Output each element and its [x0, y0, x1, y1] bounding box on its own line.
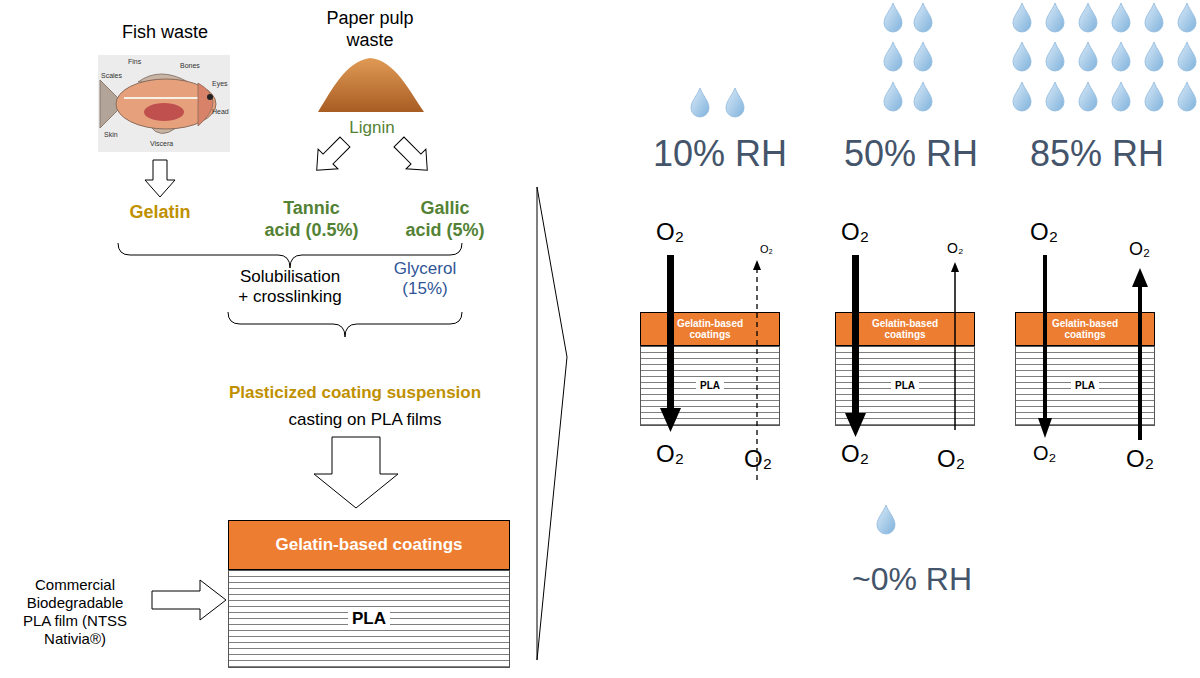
- process-arrow: [307, 132, 355, 180]
- fish-part-label: Skin: [104, 131, 118, 138]
- humidity-label: ~0% RH: [832, 560, 992, 598]
- layer-name: PLA: [891, 380, 919, 392]
- water-drop: [1046, 82, 1064, 111]
- pla-layer: PLA: [835, 346, 975, 426]
- coating-layer: Gelatin-based coatings: [1015, 312, 1155, 346]
- fish-viscera: [144, 103, 184, 121]
- oxygen-label: O₂: [760, 244, 773, 255]
- process-arrow: [389, 132, 437, 180]
- water-drop: [1046, 42, 1064, 71]
- layer-name: PLA: [1071, 380, 1099, 392]
- oxygen-label: O₂: [1129, 240, 1150, 258]
- chevron-arrow: [537, 187, 567, 660]
- process-step: casting on PLA films: [230, 410, 500, 430]
- layer-name: PLA: [348, 609, 390, 629]
- pla-layer: PLA: [228, 570, 510, 668]
- water-drop: [877, 505, 895, 534]
- water-drop: [1013, 42, 1031, 71]
- process-step: Solubilisation + crosslinking: [236, 267, 344, 308]
- oxygen-label: O₂: [841, 220, 869, 244]
- coating-layer: Gelatin-based coatings: [835, 312, 975, 346]
- water-drop: [884, 82, 902, 111]
- water-drop: [1145, 82, 1163, 111]
- humidity-label: 50% RH: [831, 132, 991, 175]
- coating-layer: Gelatin-based coatings: [640, 312, 780, 346]
- water-drop: [691, 88, 709, 117]
- humidity-label: 10% RH: [640, 132, 800, 175]
- pla-layer: PLA: [1015, 346, 1155, 426]
- source-label: Paper pulp waste: [320, 8, 420, 51]
- water-drop: [1013, 3, 1031, 32]
- oxygen-label: O₂: [1033, 443, 1056, 463]
- arrow-head: [753, 260, 761, 270]
- process-arrow: [145, 160, 175, 197]
- arrow-head: [951, 262, 959, 272]
- pla-layer: PLA: [640, 346, 780, 426]
- process-arrow: [314, 437, 398, 508]
- fish-photo-background: [98, 55, 230, 152]
- fish-part-label: Head: [212, 108, 229, 115]
- water-drop: [1013, 82, 1031, 111]
- water-drop: [1079, 3, 1097, 32]
- water-drop: [1145, 3, 1163, 32]
- layer-label: Gelatin-based coatings: [275, 535, 462, 555]
- water-drop: [914, 42, 932, 71]
- fish-part-label: Bones: [180, 62, 200, 69]
- water-drop: [1046, 3, 1064, 32]
- humidity-label: 85% RH: [1017, 132, 1177, 175]
- fish-part-label: Fins: [128, 58, 141, 65]
- fish-fin: [150, 126, 176, 134]
- oxygen-label: O₂: [937, 447, 965, 471]
- fish-fin: [138, 74, 188, 82]
- curly-brace: [228, 312, 462, 337]
- water-drop: [1178, 42, 1196, 71]
- arrow-head: [1132, 268, 1148, 287]
- water-drop: [1145, 42, 1163, 71]
- process-arrow: [152, 580, 226, 620]
- fish-bones: [124, 97, 204, 99]
- material-label: Tannic acid (0.5%): [263, 198, 360, 241]
- oxygen-label: O₂: [947, 241, 963, 255]
- water-drop: [726, 88, 744, 117]
- oxygen-label: O₂: [841, 442, 869, 466]
- fish-tail: [100, 80, 124, 128]
- fish-part-label: Scales: [101, 72, 122, 79]
- water-drop: [1112, 82, 1130, 111]
- water-drop: [1178, 3, 1196, 32]
- water-drop: [1112, 42, 1130, 71]
- fish-part-label: Eyes: [212, 80, 228, 87]
- layer-label: Gelatin-based coatings: [865, 318, 945, 341]
- water-drop: [1079, 82, 1097, 111]
- material-label: Glycerol (15%): [390, 259, 460, 300]
- layer-name: PLA: [696, 380, 724, 392]
- process-step: Plasticized coating suspension: [190, 383, 520, 403]
- fish-body: [116, 79, 216, 129]
- lignin-powder: [318, 58, 424, 112]
- fish-part-label: Viscera: [150, 140, 173, 147]
- water-drop: [1178, 82, 1196, 111]
- water-drop: [914, 82, 932, 111]
- material-label: Lignin: [330, 118, 414, 138]
- material-label: Gallic acid (5%): [404, 198, 486, 241]
- layer-label: Gelatin-based coatings: [670, 318, 750, 341]
- oxygen-label: O₂: [656, 220, 684, 244]
- oxygen-label: O₂: [1126, 447, 1154, 471]
- water-drop: [884, 42, 902, 71]
- source-label: Commercial Biodegradable PLA film (NTSS …: [20, 576, 130, 648]
- water-drop: [1079, 42, 1097, 71]
- oxygen-label: O₂: [1030, 220, 1058, 244]
- water-drop: [1112, 3, 1130, 32]
- material-label: Gelatin: [115, 202, 205, 224]
- source-label: Fish waste: [100, 22, 230, 44]
- water-drop: [884, 3, 902, 32]
- oxygen-label: O₂: [656, 442, 684, 466]
- oxygen-label: O₂: [744, 447, 772, 471]
- fish-head: [198, 83, 213, 126]
- coating-layer: Gelatin-based coatings: [228, 520, 510, 570]
- layer-label: Gelatin-based coatings: [1045, 318, 1125, 341]
- fish-eye: [207, 94, 213, 100]
- water-drop: [914, 3, 932, 32]
